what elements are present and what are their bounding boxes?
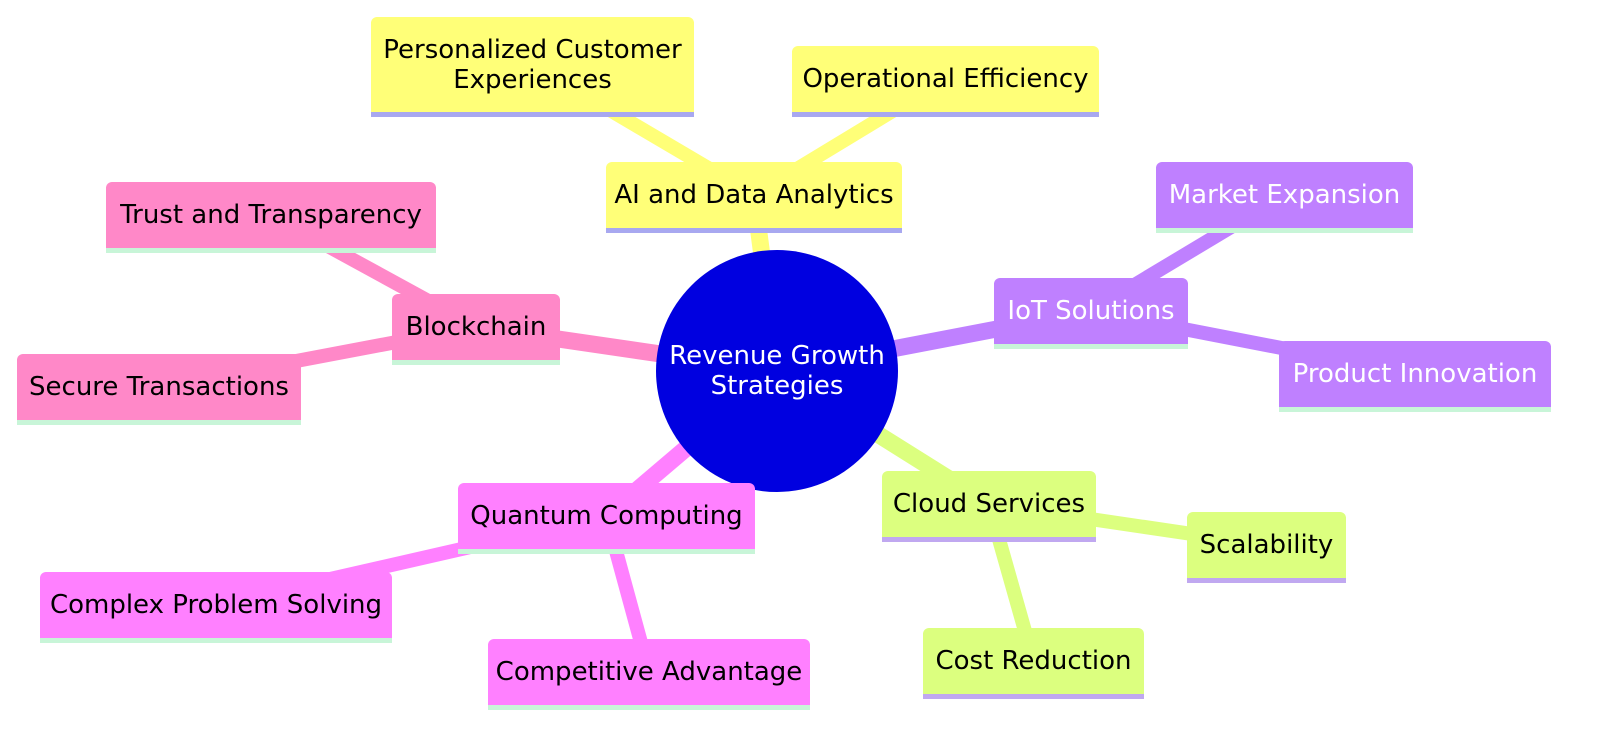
leaf-node-complex-problem-solving-label: Complex Problem Solving bbox=[49, 590, 383, 620]
leaf-node-operational-efficiency-label: Operational Efficiency bbox=[802, 64, 1089, 94]
leaf-node-product-innovation[interactable]: Product Innovation bbox=[1279, 341, 1551, 407]
branch-node-cloud[interactable]: Cloud Services bbox=[882, 471, 1096, 537]
branch-node-iot[interactable]: IoT Solutions bbox=[994, 278, 1188, 344]
leaf-node-complex-problem-solving[interactable]: Complex Problem Solving bbox=[40, 572, 392, 638]
leaf-node-market-expansion[interactable]: Market Expansion bbox=[1156, 162, 1413, 228]
leaf-node-secure-transactions[interactable]: Secure Transactions bbox=[17, 354, 301, 420]
branch-node-blockchain[interactable]: Blockchain bbox=[392, 294, 560, 360]
leaf-node-competitive-advantage[interactable]: Competitive Advantage bbox=[488, 639, 810, 705]
branch-node-ai[interactable]: AI and Data Analytics bbox=[606, 162, 902, 228]
node-underline bbox=[606, 228, 902, 233]
node-underline bbox=[923, 694, 1144, 699]
node-underline bbox=[40, 638, 392, 643]
leaf-node-trust-and-transparency[interactable]: Trust and Transparency bbox=[106, 182, 436, 248]
leaf-node-scalability-label: Scalability bbox=[1199, 530, 1334, 560]
node-underline bbox=[882, 537, 1096, 542]
node-underline bbox=[488, 705, 810, 710]
leaf-node-personalized-customer-experiences[interactable]: Personalized Customer Experiences bbox=[371, 17, 694, 112]
node-underline bbox=[994, 344, 1188, 349]
node-underline bbox=[17, 420, 301, 425]
node-underline bbox=[1279, 407, 1551, 412]
branch-node-quantum[interactable]: Quantum Computing bbox=[458, 483, 755, 549]
branch-node-ai-label: AI and Data Analytics bbox=[614, 180, 894, 210]
node-underline bbox=[106, 248, 436, 253]
branch-node-cloud-label: Cloud Services bbox=[892, 489, 1086, 519]
node-underline bbox=[392, 360, 560, 365]
leaf-node-cost-reduction[interactable]: Cost Reduction bbox=[923, 628, 1144, 694]
node-underline bbox=[458, 549, 755, 554]
branch-node-blockchain-label: Blockchain bbox=[405, 312, 547, 342]
branch-node-quantum-label: Quantum Computing bbox=[470, 501, 743, 531]
leaf-node-cost-reduction-label: Cost Reduction bbox=[935, 646, 1132, 676]
leaf-node-competitive-advantage-label: Competitive Advantage bbox=[495, 657, 803, 687]
root-node[interactable]: Revenue Growth Strategies bbox=[656, 250, 898, 492]
leaf-node-scalability[interactable]: Scalability bbox=[1187, 512, 1346, 578]
leaf-node-trust-and-transparency-label: Trust and Transparency bbox=[120, 200, 422, 230]
leaf-node-operational-efficiency[interactable]: Operational Efficiency bbox=[792, 46, 1099, 112]
leaf-node-personalized-customer-experiences-label: Personalized Customer Experiences bbox=[383, 34, 682, 95]
leaf-node-product-innovation-label: Product Innovation bbox=[1292, 359, 1538, 389]
node-underline bbox=[1156, 228, 1413, 233]
leaf-node-market-expansion-label: Market Expansion bbox=[1168, 180, 1401, 210]
node-underline bbox=[371, 112, 694, 117]
node-underline bbox=[1187, 578, 1346, 583]
node-underline bbox=[792, 112, 1099, 117]
root-label: Revenue Growth Strategies bbox=[669, 341, 885, 401]
branch-node-iot-label: IoT Solutions bbox=[1007, 296, 1175, 326]
leaf-node-secure-transactions-label: Secure Transactions bbox=[29, 372, 289, 402]
